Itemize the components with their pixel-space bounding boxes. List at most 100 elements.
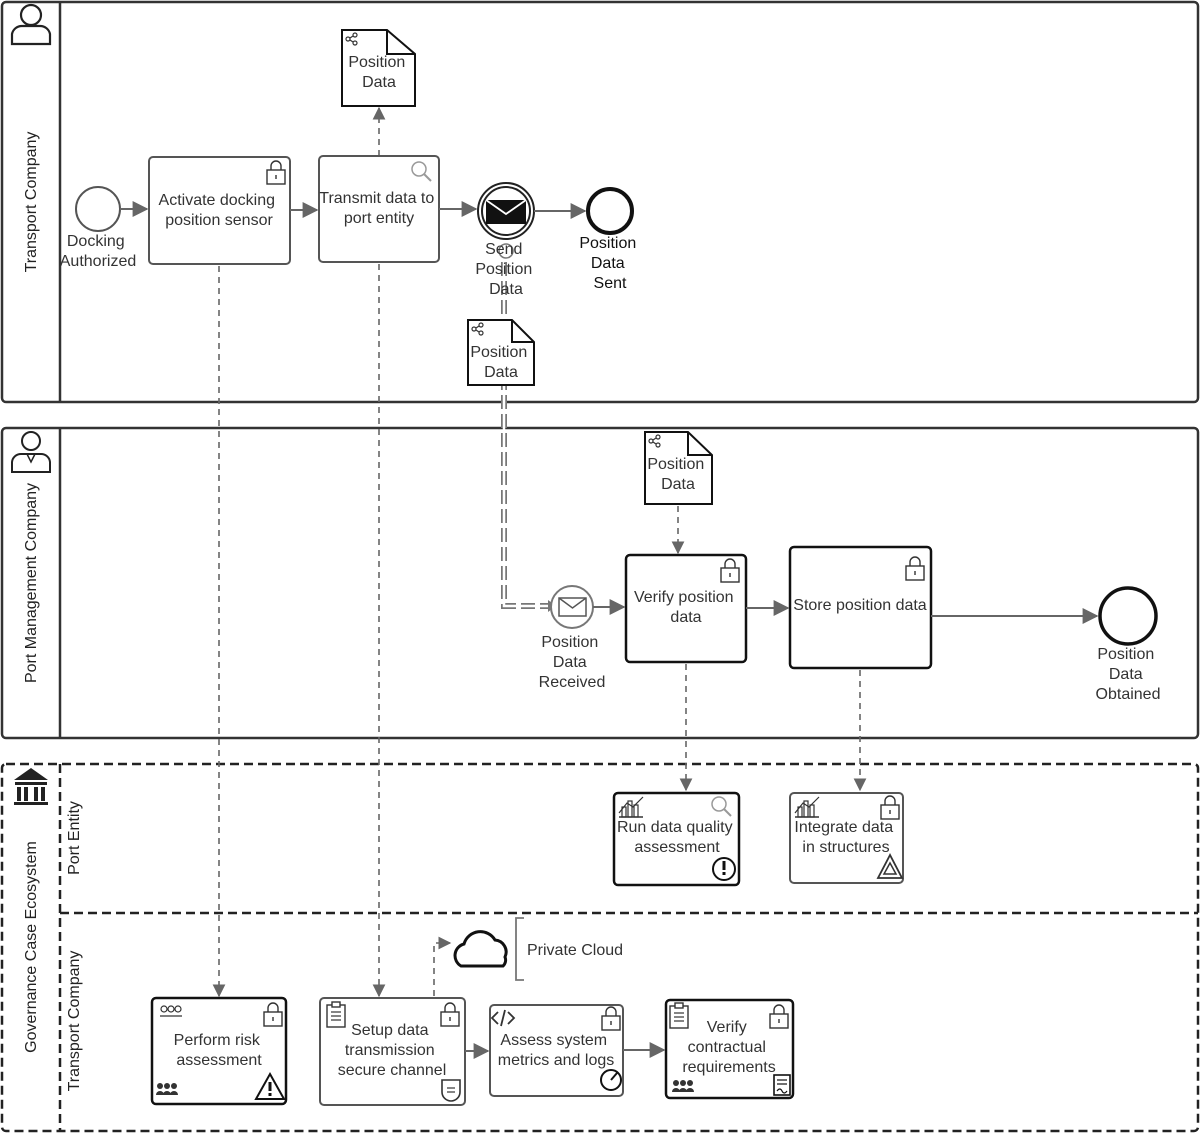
event-label: Position (541, 634, 598, 651)
code-icon (490, 1009, 516, 1027)
message-start-event[interactable] (550, 585, 594, 629)
event-label: Position (579, 235, 636, 252)
task-setup-channel[interactable]: Setup data transmission secure channel (319, 997, 466, 1106)
task-label: Verify position (634, 589, 734, 606)
task-label: assessment (176, 1052, 262, 1069)
task-label: assessment (634, 839, 720, 856)
task-label: requirements (682, 1059, 775, 1076)
gauge-icon (600, 1069, 622, 1091)
task-run-quality[interactable]: Run data quality assessment (612, 791, 741, 887)
event-label: Data (591, 255, 625, 272)
person-icon (10, 3, 52, 46)
task-label: contractual (688, 1039, 766, 1056)
svg-text:Assess system metrics an: Assess system metrics and logs (498, 1032, 615, 1069)
svg-text:Verify contractual: Verify contractual requirements (682, 1019, 775, 1076)
start-event-docking[interactable] (75, 186, 121, 232)
pool-transport-company: Transport Company (0, 0, 1200, 404)
layers-icon (876, 853, 904, 879)
pool-title-governance: Governance Case Ecosystem (23, 841, 40, 1053)
svg-text:Position Data Sent: Position Data Sent (579, 235, 640, 292)
svg-text:Transmit data to port en: Transmit data to port entity (319, 190, 438, 227)
data-label: Data (484, 364, 518, 381)
event-label: Docking (67, 233, 125, 250)
contract-icon (773, 1074, 791, 1096)
task-label: transmission (345, 1042, 435, 1059)
svg-text:Integrate data in struct: Integrate data in structures (794, 819, 897, 856)
warning-icon (254, 1071, 286, 1100)
worker-icon (11, 431, 51, 473)
task-label: Verify (707, 1019, 747, 1036)
task-transmit-data[interactable]: Transmit data to port entity (318, 155, 440, 263)
shield-icon (441, 1079, 461, 1102)
task-assess-metrics[interactable]: Assess system metrics and logs (489, 1004, 624, 1097)
data-label: Position (348, 54, 405, 71)
event-label: Received (539, 674, 606, 691)
event-label: Send (485, 241, 522, 258)
event-label: Position (475, 261, 532, 278)
lane-title-port-entity: Port Entity (66, 801, 83, 875)
data-label: Data (362, 74, 396, 91)
pool-title-transport-company: Transport Company (23, 132, 40, 273)
data-label: Data (661, 476, 695, 493)
task-store-position[interactable]: Store position data (788, 545, 933, 670)
event-label: Data (553, 654, 587, 671)
event-label: Data (489, 281, 523, 298)
task-verify-contractual[interactable]: Verify contractual requirements (664, 998, 795, 1100)
annotation-private-cloud: Private Cloud (527, 942, 623, 959)
event-label: Obtained (1096, 686, 1161, 703)
pool-governance: Governance Case Ecosystem Port Entity Tr… (0, 762, 1200, 1133)
svg-text:Position Data Obtained: Position Data Obtained (1096, 646, 1161, 703)
svg-text:Setup data transmission: Setup data transmission secure channel (338, 1022, 447, 1079)
task-label: Setup data (351, 1022, 429, 1039)
send-message-event[interactable] (477, 182, 535, 240)
task-label: Transmit data to (319, 190, 434, 207)
data-object-position-port[interactable]: Position Data (644, 431, 713, 505)
task-label: port entity (344, 210, 414, 227)
task-label: data (670, 609, 701, 626)
svg-text:Send Position Data: Send Position Data (475, 241, 536, 298)
association-setup-to-cloud (433, 936, 452, 996)
event-label: Sent (594, 275, 627, 292)
data-object-position-mid[interactable]: Position Data (467, 319, 535, 386)
svg-text:Docking Authorized: Docking Authorized (60, 233, 137, 270)
task-label: Integrate data (794, 819, 893, 836)
svg-text:Perform risk assessment: Perform risk assessment (174, 1032, 265, 1069)
clipboard-icon (326, 1001, 346, 1028)
data-object-position-top[interactable]: Position Data (341, 29, 416, 107)
task-integrate-data[interactable]: Integrate data in structures (789, 792, 904, 884)
task-label: Assess system (500, 1032, 607, 1049)
svg-text:Activate docking positio: Activate docking position sensor (159, 192, 280, 229)
task-perform-risk[interactable]: Perform risk assessment (150, 996, 288, 1106)
event-label: Authorized (60, 253, 137, 270)
task-activate-docking[interactable]: Activate docking position sensor (148, 156, 291, 265)
svg-text:Run data quality assessm: Run data quality assessment (617, 819, 737, 856)
task-label: secure channel (338, 1062, 447, 1079)
lane-title-transport-company: Transport Company (66, 951, 83, 1092)
pool-port-management: Port Management Company (0, 426, 1200, 740)
event-label: Position (1097, 646, 1154, 663)
group-icon (160, 1005, 182, 1017)
task-label: position sensor (165, 212, 273, 229)
event-label: Data (1109, 666, 1143, 683)
data-label: Position (647, 456, 704, 473)
clipboard-icon (669, 1002, 689, 1029)
task-label: Run data quality (617, 819, 733, 836)
pool-title-port-management: Port Management Company (23, 483, 40, 683)
institution-icon (14, 768, 48, 805)
cloud-icon (453, 930, 508, 968)
svg-text:Position Data: Position Data (470, 344, 531, 381)
end-event-position-obtained[interactable] (1098, 586, 1158, 646)
svg-text:Position Data: Position Data (348, 54, 409, 91)
task-label: in structures (802, 839, 889, 856)
task-verify-position[interactable]: Verify position data (624, 553, 748, 664)
svg-text:Position Data: Position Data (647, 456, 708, 493)
svg-text:Verify position data: Verify position data (634, 589, 738, 626)
task-label: Perform risk (174, 1032, 261, 1049)
task-label: Store position data (793, 597, 927, 614)
end-event-position-sent[interactable] (586, 187, 634, 235)
data-label: Position (470, 344, 527, 361)
svg-text:Position Data Received: Position Data Received (539, 634, 606, 691)
task-label: metrics and logs (498, 1052, 615, 1069)
svg-text:Store position data: Store position data (793, 597, 927, 614)
